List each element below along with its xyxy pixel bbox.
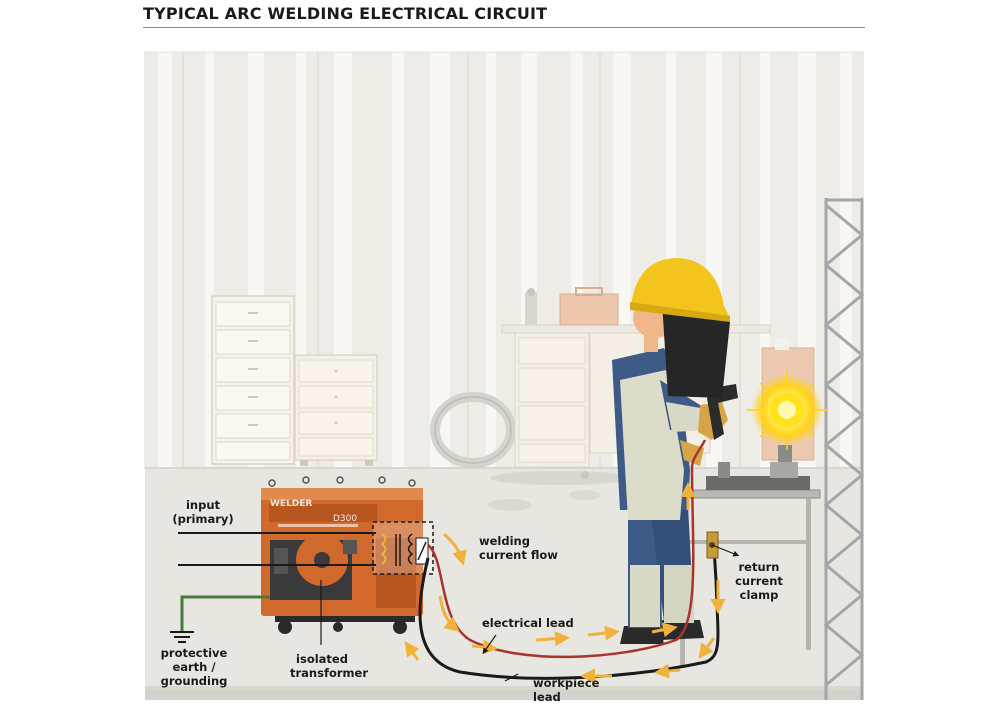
title-underline	[143, 27, 865, 28]
ground-wire	[170, 595, 270, 643]
label-pe-line2: earth /	[172, 660, 216, 674]
electrical-lead-cable	[427, 439, 707, 659]
label-pe-line3: grounding	[160, 674, 228, 688]
diagram-title: TYPICAL ARC WELDING ELECTRICAL CIRCUIT	[143, 4, 548, 23]
label-it-line2: transformer	[290, 666, 368, 680]
isolated-transformer-box	[372, 521, 434, 575]
short-drawer-cabinet	[294, 354, 378, 466]
scaffold-tower	[823, 198, 865, 700]
label-welding-current-flow: welding current flow	[479, 534, 569, 562]
label-input-line2: (primary)	[172, 512, 234, 526]
input-wires	[178, 532, 376, 566]
tall-drawer-cabinet	[211, 295, 295, 465]
label-input-line1: input	[185, 498, 221, 512]
label-rcc-line1: return	[738, 560, 780, 574]
label-wcf-line2: current flow	[479, 548, 558, 562]
label-it-line1: isolated	[296, 652, 348, 666]
label-wcf-line1: welding	[479, 534, 530, 548]
cable-coil	[430, 392, 516, 468]
label-protective-earth: protective earth / grounding	[152, 646, 236, 688]
welding-spark	[747, 370, 827, 450]
label-rcc-line2: current	[735, 574, 783, 588]
label-isolated-transformer: isolated transformer	[290, 652, 368, 680]
welder-model-text: D300	[333, 514, 358, 524]
label-electrical-lead: electrical lead	[482, 616, 574, 630]
label-rcc-line3: clamp	[739, 588, 779, 602]
leader-lines	[320, 544, 740, 682]
label-return-current-clamp: return current clamp	[732, 560, 786, 602]
welder-person	[612, 258, 738, 644]
welder-brand-text: WELDER	[270, 499, 313, 509]
label-pe-line1: protective	[160, 646, 228, 660]
workpiece-lead-cable	[418, 547, 720, 680]
current-flow-arrows	[404, 482, 726, 684]
label-input: input (primary)	[170, 498, 236, 526]
